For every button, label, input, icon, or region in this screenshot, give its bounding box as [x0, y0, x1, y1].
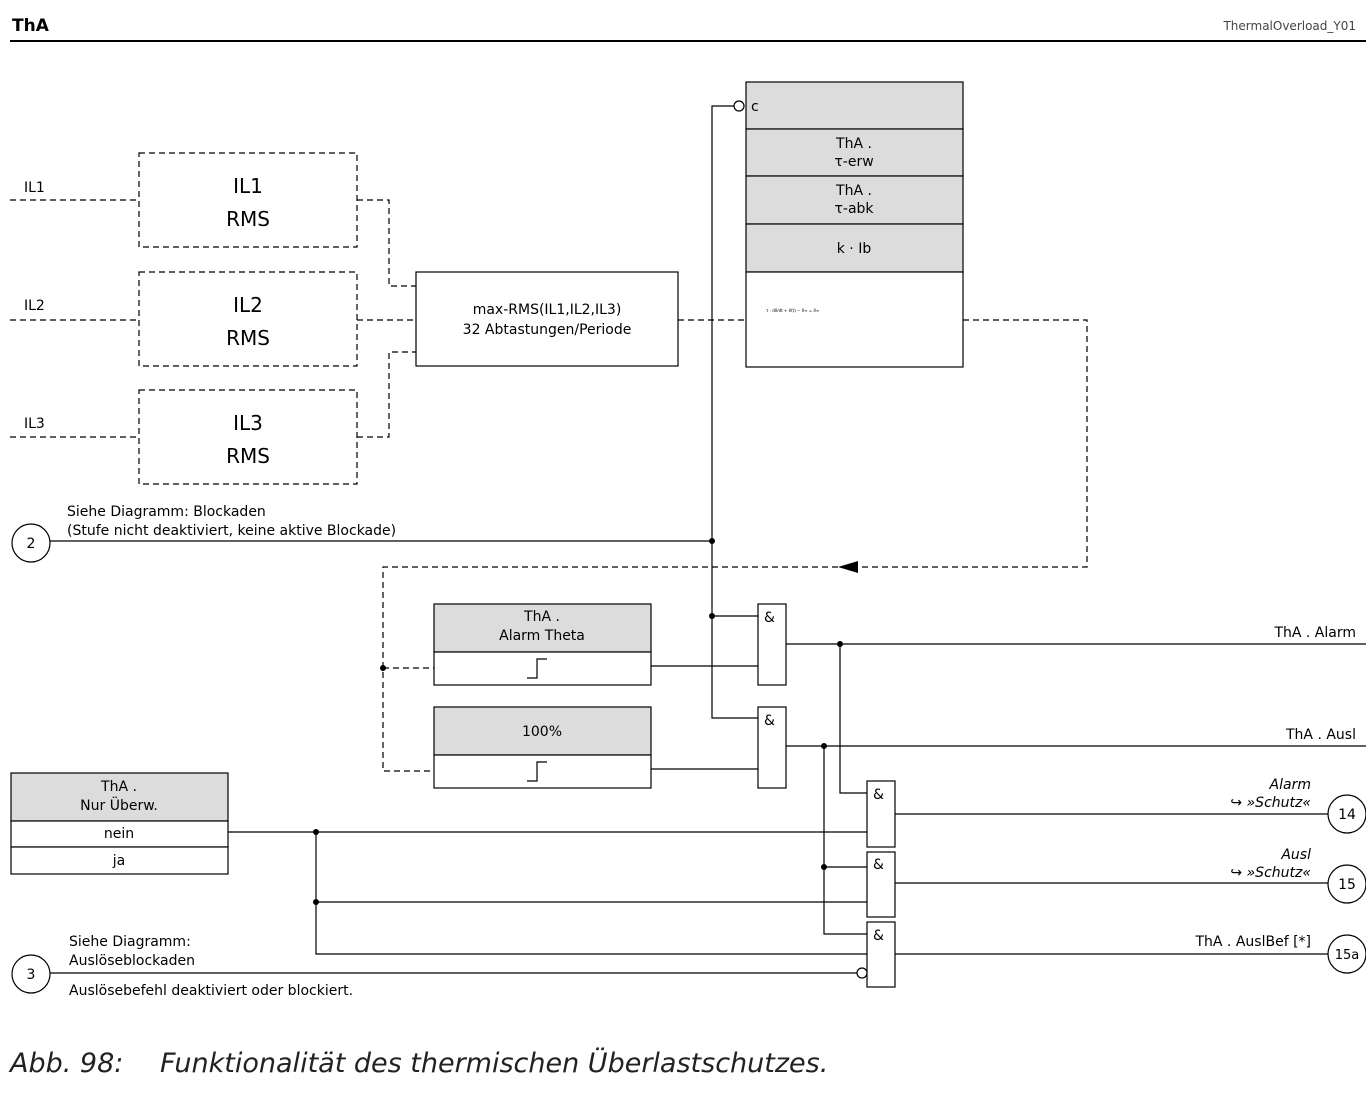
- input-il2-label: IL2: [24, 298, 45, 314]
- input-il2: IL2: [10, 298, 139, 321]
- output-auslbef-label: ThA . AuslBef [*]: [1194, 934, 1311, 950]
- option-ja: ja: [112, 853, 125, 869]
- nur-uberw-block: ThA . Nur Überw. nein ja: [10, 772, 229, 875]
- block-ref-line1: Siehe Diagramm: Blockaden: [67, 504, 266, 520]
- page-title: ThA: [12, 16, 49, 36]
- ausl-schutz-line1: Ausl: [1280, 847, 1311, 863]
- input-il3: IL3: [10, 416, 139, 438]
- caption-number: Abb. 98:: [10, 1048, 124, 1079]
- nur-uberw-wires: [228, 829, 867, 955]
- input-il1: IL1: [10, 180, 139, 201]
- alarm-schutz-line2: ↪ »Schutz«: [1230, 795, 1311, 811]
- and-gate-alarm: & ThA . Alarm: [757, 603, 1366, 686]
- block-reference: 2 Siehe Diagramm: Blockaden (Stufe nicht…: [11, 504, 715, 563]
- and-gate-symbol: &: [764, 610, 775, 626]
- threshold-icon: [527, 658, 547, 679]
- ausl-schutz-line2: ↪ »Schutz«: [1230, 865, 1311, 881]
- rms-block-il1: IL1 RMS: [138, 152, 358, 248]
- enable-bus: [709, 541, 758, 719]
- alarm-schutz-line1: Alarm: [1269, 777, 1311, 793]
- and-gate-auslbef: & ThA . AuslBef [*] 15a: [866, 921, 1366, 988]
- alarm-theta-line1: ThA .: [523, 609, 560, 625]
- tau-abk-line2: τ-abk: [834, 201, 874, 217]
- rms-to-max-wires: [357, 199, 416, 438]
- rms-block-il3-line1: IL3: [233, 411, 263, 435]
- inverter-icon: [856, 967, 868, 979]
- and-gate-alarm-schutz: & Alarm ↪ »Schutz« 14: [866, 777, 1366, 848]
- tau-abk-line1: ThA .: [835, 183, 872, 199]
- rms-block-il1-line2: RMS: [226, 207, 270, 231]
- block-ref-line2: (Stufe nicht deaktiviert, keine aktive B…: [67, 523, 396, 539]
- nur-uberw-line2: Nur Überw.: [80, 796, 158, 814]
- rms-block-il3: IL3 RMS: [138, 389, 358, 485]
- hundred-percent-label: 100%: [522, 724, 562, 740]
- input-il3-label: IL3: [24, 416, 45, 432]
- output-alarm-label: ThA . Alarm: [1273, 625, 1356, 641]
- trip-ref-line3: Auslösebefehl deaktiviert oder blockiert…: [69, 983, 353, 999]
- trip-ref-number: 3: [27, 967, 36, 983]
- feedback-arrow-icon: [838, 561, 858, 573]
- tau-erw-line2: τ-erw: [834, 154, 873, 170]
- caption-text: Funktionalität des thermischen Überlasts…: [160, 1048, 829, 1079]
- block-ref-number: 2: [27, 536, 36, 552]
- and-gate-symbol: &: [764, 713, 775, 729]
- alarm-theta-block: ThA . Alarm Theta: [433, 603, 758, 686]
- connector-15a: 15a: [1335, 948, 1360, 963]
- thermal-model-block: c ThA . τ-erw ThA . τ-abk k · Ib τ · dϑ/…: [745, 81, 964, 368]
- k-ib-label: k · Ib: [837, 241, 872, 257]
- rms-block-il2: IL2 RMS: [138, 271, 358, 367]
- connector-15: 15: [1338, 877, 1356, 893]
- figure-caption: Abb. 98: Funktionalität des thermischen Ü…: [10, 1048, 828, 1079]
- alarm-theta-line2: Alarm Theta: [499, 628, 585, 644]
- connector-14: 14: [1338, 807, 1356, 823]
- nur-uberw-line1: ThA .: [100, 779, 137, 795]
- rms-block-il2-line2: RMS: [226, 326, 270, 350]
- diagram-reference: ThermalOverload_Y01: [1223, 19, 1356, 33]
- and-gate-symbol: &: [873, 857, 884, 873]
- hundred-percent-block: 100%: [433, 706, 758, 789]
- max-rms-block: max-RMS(IL1,IL2,IL3) 32 Abtastungen/Peri…: [415, 271, 679, 367]
- trip-ref-line1: Siehe Diagramm:: [69, 934, 191, 950]
- thermal-formula: τ · dϑ/dt + ϑ(t) − ϑ∞ = ϑ∞: [766, 308, 819, 313]
- rms-block-il3-line2: RMS: [226, 444, 270, 468]
- max-rms-line2: 32 Abtastungen/Periode: [463, 322, 632, 338]
- reset-c-wire: [711, 100, 745, 541]
- tau-erw-line1: ThA .: [835, 136, 872, 152]
- output-ausl-label: ThA . Ausl: [1285, 727, 1356, 743]
- header-rule: [10, 40, 1366, 42]
- feedback-loop: [380, 319, 1088, 772]
- trip-ref-line2: Auslöseblockaden: [69, 953, 195, 969]
- option-nein: nein: [104, 826, 134, 842]
- max-rms-line1: max-RMS(IL1,IL2,IL3): [473, 302, 622, 318]
- trip-block-reference: 3 Siehe Diagramm: Auslöseblockaden Auslö…: [11, 934, 868, 999]
- and-gate-ausl: & ThA . Ausl: [757, 706, 1366, 789]
- and-gate-symbol: &: [873, 928, 884, 944]
- threshold-icon: [527, 761, 547, 782]
- logic-diagram: .ln{stroke:#000;stroke-width:1.2;fill:no…: [10, 81, 1366, 999]
- lower-gate-feeds: [821, 644, 867, 935]
- rms-block-il1-line1: IL1: [233, 174, 263, 198]
- and-gate-ausl-schutz: & Ausl ↪ »Schutz« 15: [866, 847, 1366, 918]
- and-gate-symbol: &: [873, 787, 884, 803]
- input-il1-label: IL1: [24, 180, 45, 196]
- thermal-c-label: c: [751, 99, 759, 115]
- rms-block-il2-line1: IL2: [233, 293, 263, 317]
